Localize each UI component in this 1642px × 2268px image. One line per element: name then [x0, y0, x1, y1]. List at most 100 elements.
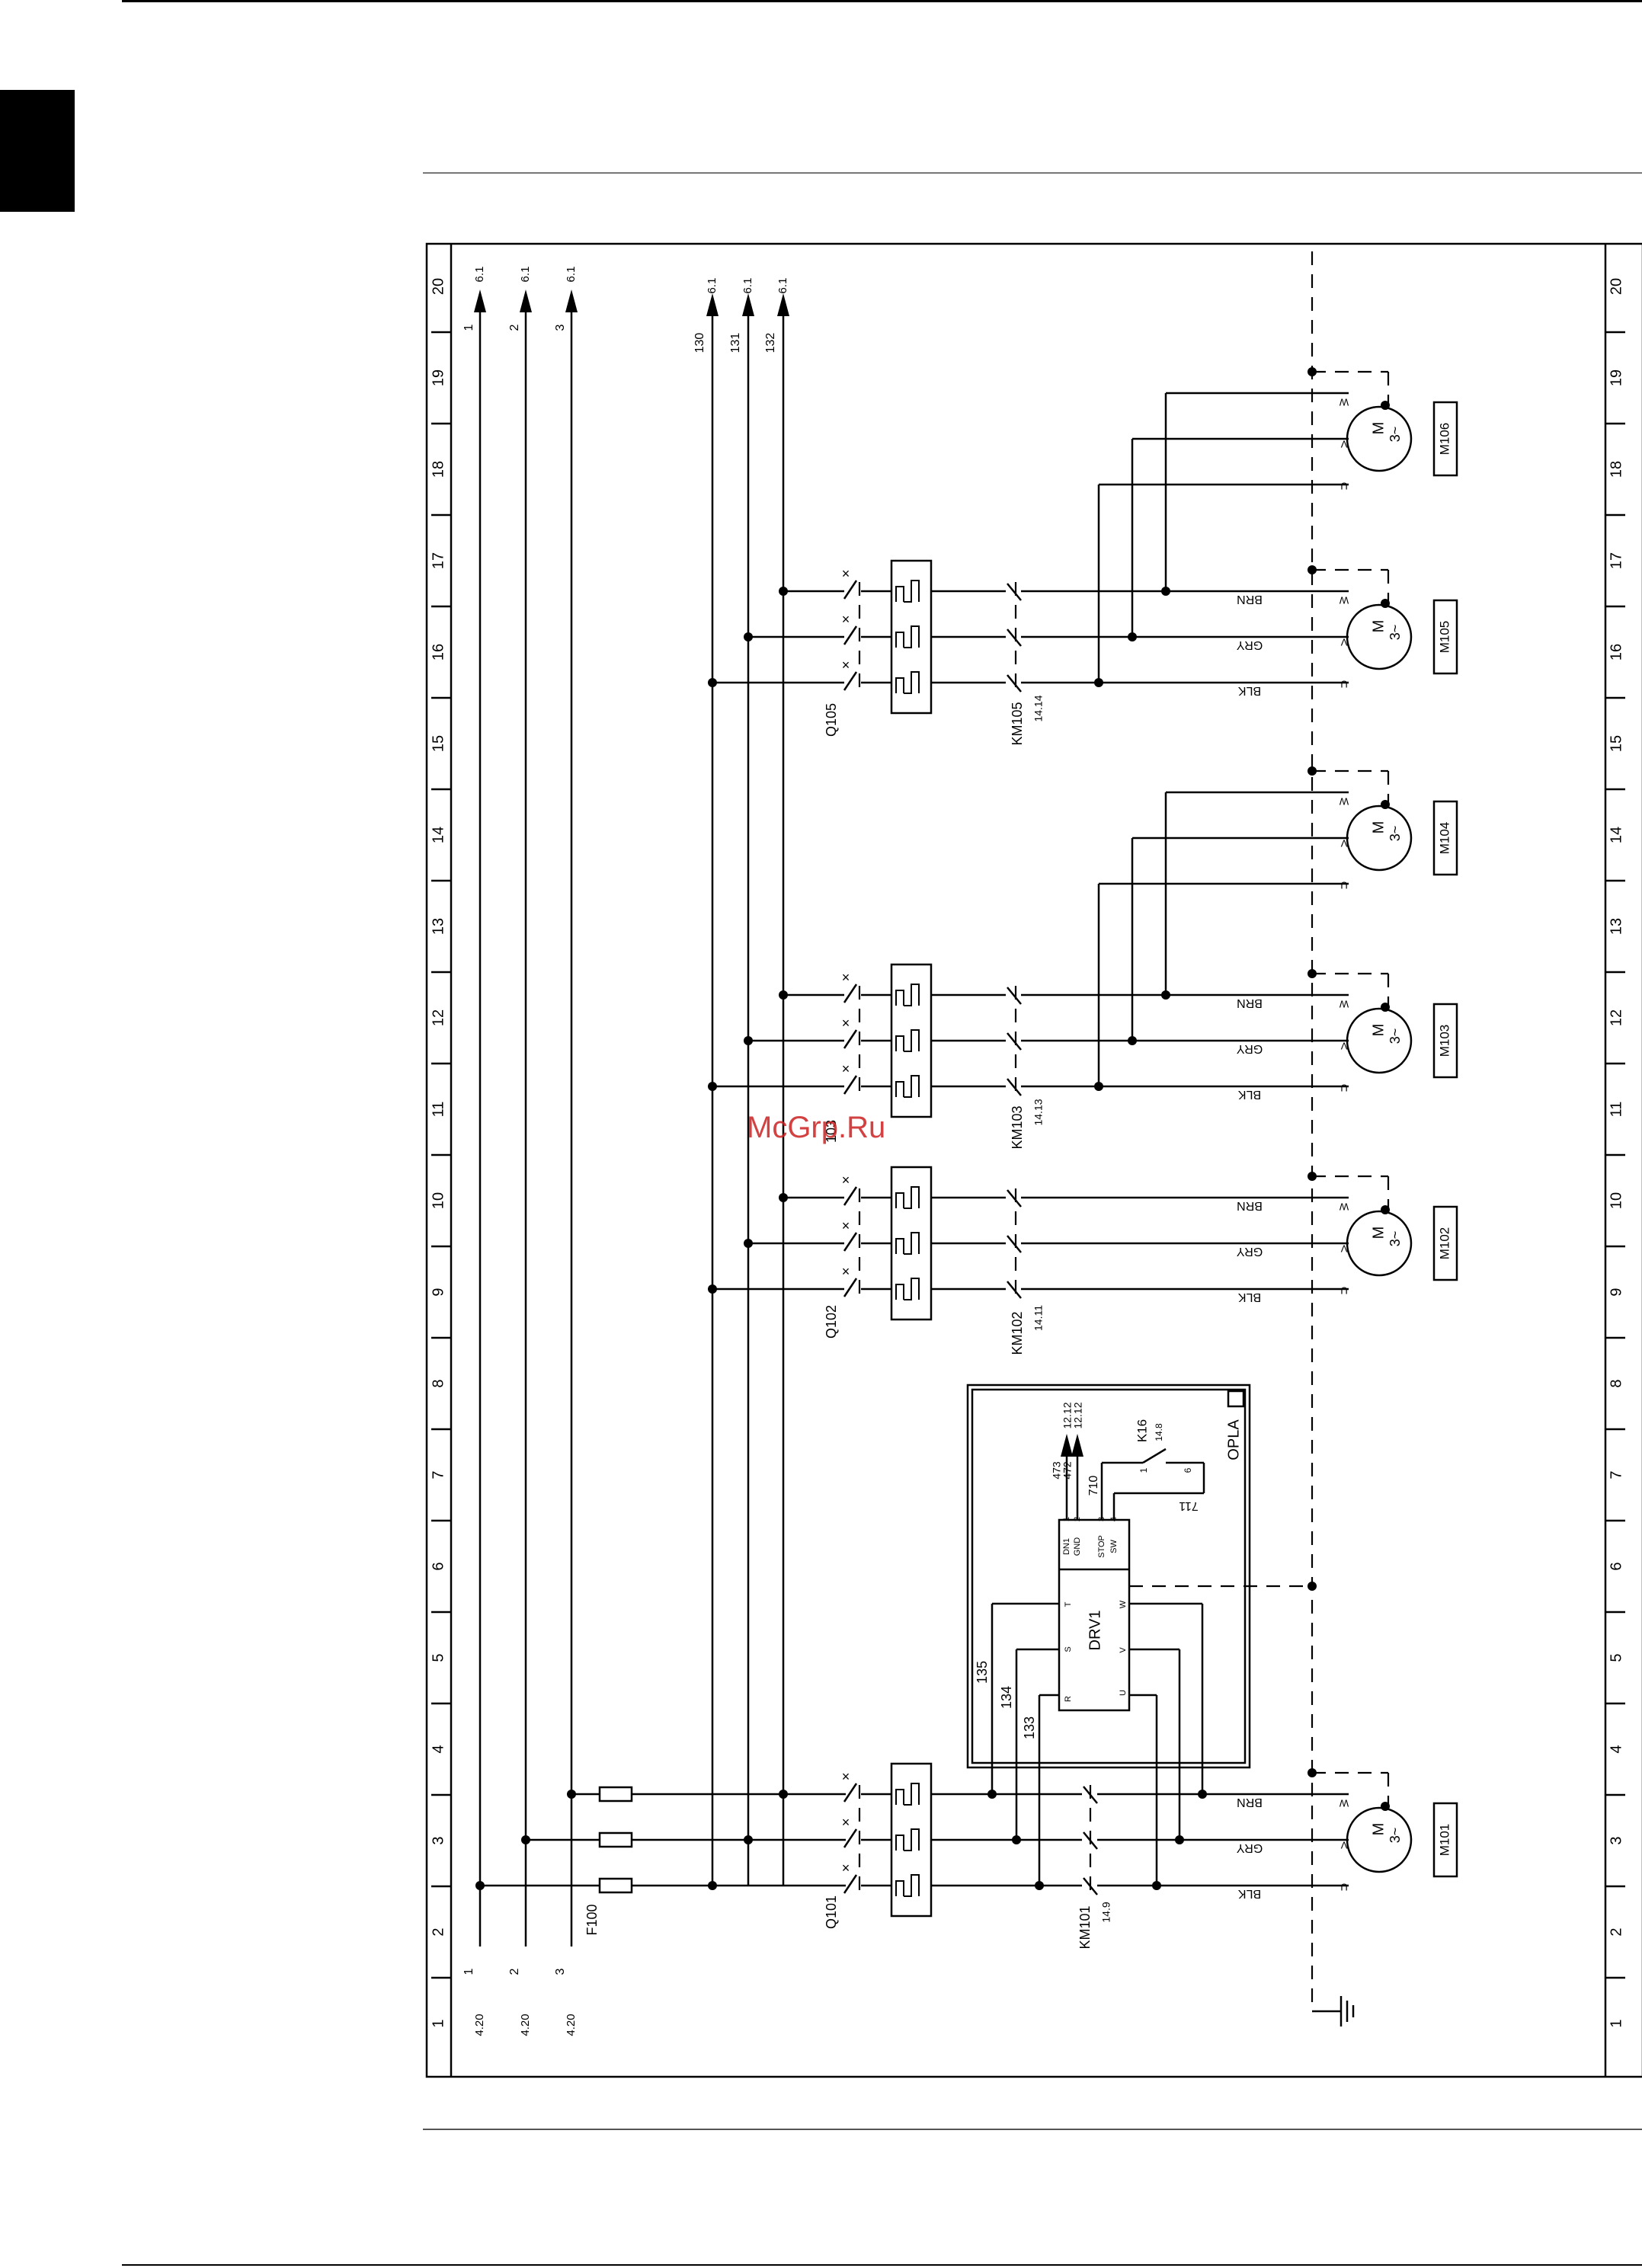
wire-color-label: BRN [1237, 1199, 1263, 1212]
ruler-number-right-4: 4 [1608, 1745, 1624, 1753]
motor-name: M102 [1437, 1227, 1452, 1260]
junction-dot [1381, 800, 1390, 809]
breaker-contact [843, 1075, 858, 1095]
junction-dot [708, 1881, 717, 1890]
ruler-number-5: 5 [430, 1653, 447, 1662]
terminal-label: U [1340, 1285, 1347, 1297]
supply-arrow [565, 289, 578, 312]
supply-number-top: 3 [554, 324, 567, 331]
breaker-body [890, 1762, 933, 1918]
breaker-mark: × [842, 970, 850, 985]
junction-dot [1381, 599, 1390, 608]
drawing-frame [425, 242, 1642, 2078]
ruler-number-right-15: 15 [1608, 735, 1624, 752]
thermal-element [895, 1278, 920, 1300]
ruler-number-8: 8 [430, 1379, 447, 1387]
motor-M101 [1346, 1806, 1413, 1873]
breaker-mark: × [842, 1769, 850, 1784]
terminal-label: W [1339, 796, 1349, 808]
contactor-contact [1007, 1189, 1022, 1208]
motor-M105 [1346, 603, 1413, 670]
thermal-element [895, 671, 920, 694]
motor-name: M105 [1437, 621, 1452, 654]
breaker-contact [843, 1186, 858, 1206]
wire-color-label: BRN [1237, 1796, 1263, 1809]
breaker-mark: × [842, 612, 850, 627]
drive-body [1058, 1518, 1131, 1712]
motor-tag-box [1432, 599, 1458, 675]
ruler-number-right-12: 12 [1608, 1009, 1624, 1026]
ruler-number-4: 4 [430, 1745, 447, 1753]
motor-phase: 3~ [1388, 1231, 1403, 1247]
terminal-label: W [1339, 1798, 1349, 1809]
contactor-contact [1007, 1281, 1022, 1299]
ruler-number-12: 12 [430, 1009, 447, 1026]
wire-color-label: GRY [1236, 1042, 1263, 1055]
drive-pin-rst: R [1064, 1696, 1073, 1702]
terminal-label: V [1340, 1840, 1347, 1851]
breaker-label: Q105 [824, 703, 839, 737]
relay-ref: 14.8 [1154, 1423, 1164, 1441]
top-rule [122, 0, 1642, 2]
supply-ref-top: 6.1 [519, 267, 532, 283]
ruler-number-14: 14 [430, 827, 447, 843]
relay-pin: 1 [1138, 1467, 1149, 1473]
motor-tag-box [1432, 401, 1458, 477]
junction-dot [1381, 401, 1390, 410]
relay-label: K16 [1135, 1419, 1149, 1442]
relay-pin: 6 [1183, 1467, 1193, 1473]
wire-color-label: GRY [1236, 1841, 1263, 1854]
breaker-mark: × [842, 657, 850, 673]
terminal-label: U [1340, 1882, 1347, 1893]
supply-ref-bottom: 4.20 [519, 2014, 532, 2036]
breaker-body [890, 1166, 933, 1321]
ruler-number-right-3: 3 [1608, 1836, 1624, 1844]
ruler-number-11: 11 [430, 1102, 447, 1118]
ruler-number-right-19: 19 [1608, 369, 1624, 386]
ruler-number-right-18: 18 [1608, 461, 1624, 478]
ruler-number-19: 19 [430, 369, 447, 386]
breaker-mark: × [842, 566, 850, 581]
drive-pin-name: STOP [1097, 1535, 1106, 1558]
contactor-contact [1007, 629, 1022, 647]
thermal-element [895, 1232, 920, 1255]
motor-M103 [1346, 1007, 1413, 1074]
bus-wire-number: 132 [764, 333, 777, 353]
ruler-number-right-2: 2 [1608, 1927, 1624, 1936]
contactor-contact [1007, 583, 1022, 601]
wire-color-label: BRN [1237, 593, 1263, 606]
terminal-label: W [1339, 397, 1349, 408]
contactor-label: KM103 [1010, 1105, 1025, 1149]
motor-tag-box [1432, 1003, 1458, 1079]
terminal-label: V [1340, 439, 1347, 450]
junction-dot [1308, 1582, 1317, 1591]
section-tab [0, 90, 75, 212]
thermal-element [895, 984, 920, 1006]
supply-number-top: 2 [508, 324, 521, 331]
opla-title: OPLA [1225, 1419, 1242, 1460]
signal-wire-label: 472 [1061, 1461, 1074, 1479]
wire-color-label: BLK [1238, 1088, 1262, 1101]
breaker-body [890, 559, 933, 715]
bus-arrow [742, 293, 754, 316]
bus-ref: 6.1 [776, 278, 789, 294]
wire-color-label: BLK [1238, 1887, 1262, 1900]
motor-name: M106 [1437, 423, 1452, 456]
breaker-body [890, 963, 933, 1118]
ruler-number-right-16: 16 [1608, 644, 1624, 661]
motor-tag-box [1432, 1802, 1458, 1878]
motor-name: M103 [1437, 1025, 1452, 1057]
fuse-f100 [598, 1786, 633, 1803]
thermal-element [895, 1874, 920, 1897]
motor-letter: M [1370, 821, 1387, 834]
ctrl-wire-label: 710 [1087, 1476, 1100, 1496]
ruler-number-17: 17 [430, 552, 447, 569]
ruler-number-20: 20 [430, 278, 447, 295]
drive-pin-rst: T [1064, 1601, 1073, 1607]
drive-wire-label: 133 [1022, 1716, 1037, 1739]
ctrl-wire-label: 711 [1179, 1499, 1199, 1512]
header-rule [423, 172, 1642, 174]
ruler-number-10: 10 [430, 1192, 447, 1209]
